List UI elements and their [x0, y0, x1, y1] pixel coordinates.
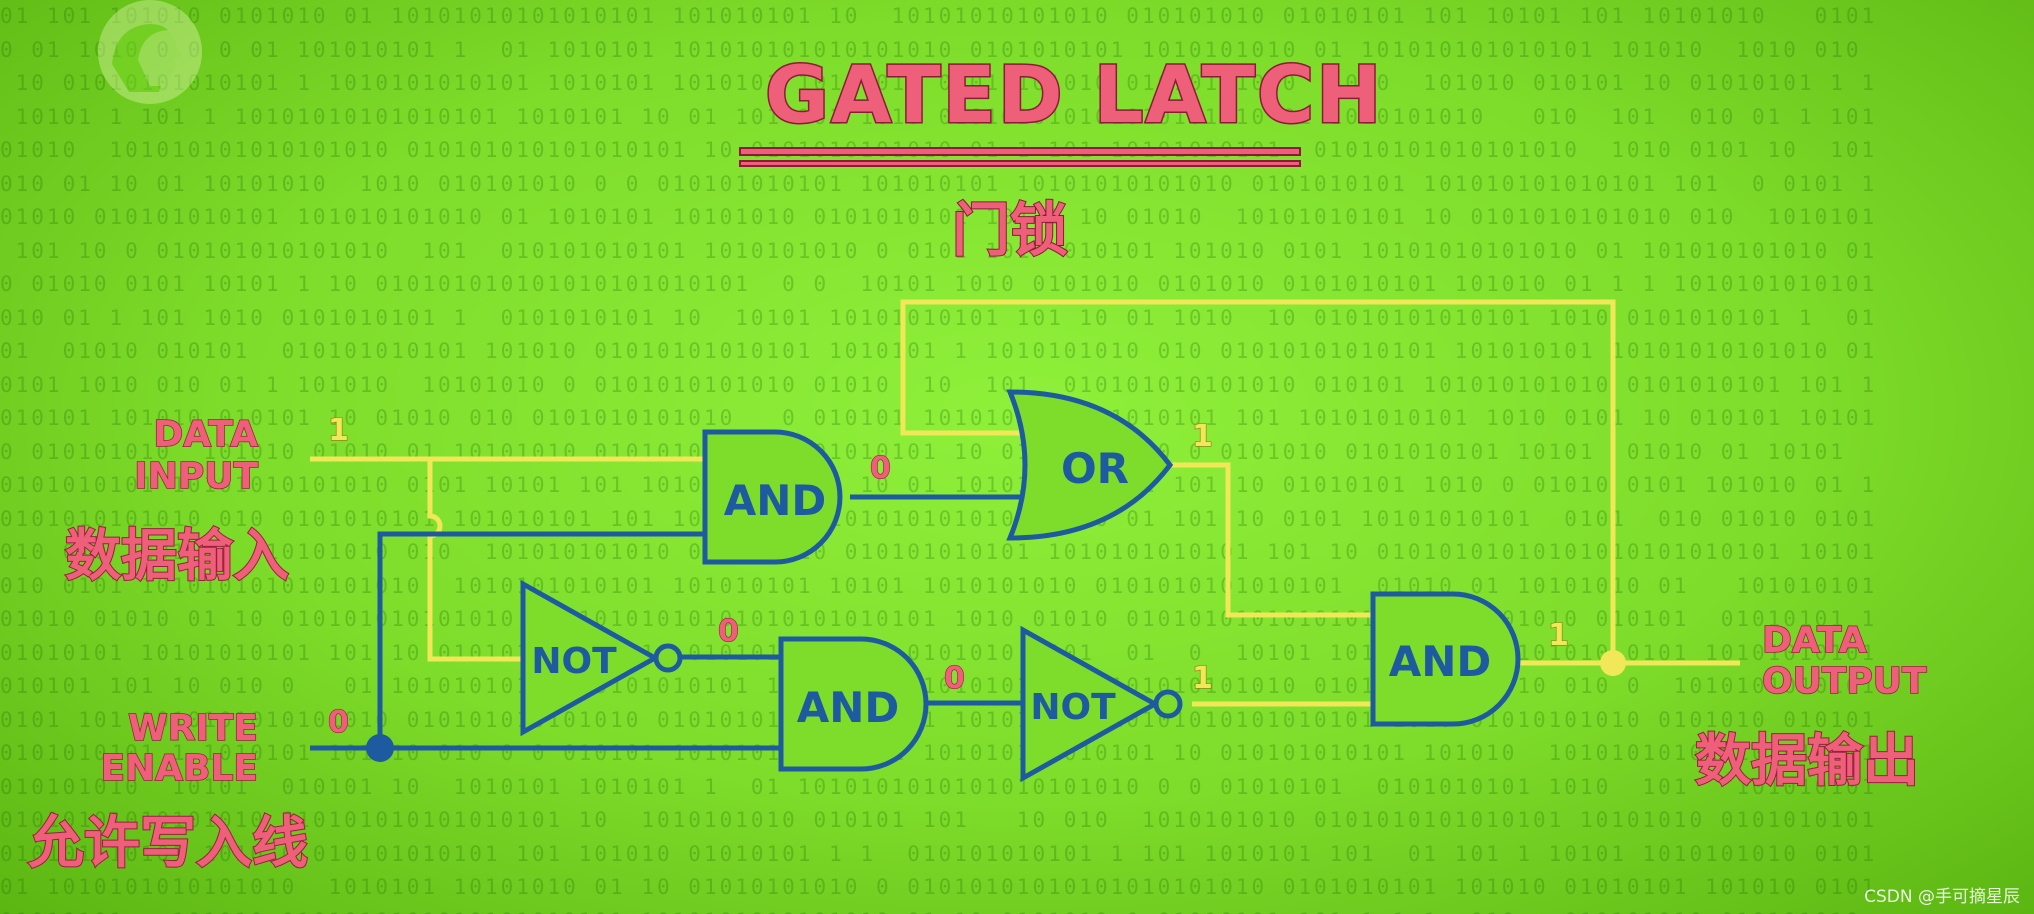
and-gate-output	[1370, 591, 1521, 727]
wire-feedback	[900, 299, 1616, 663]
and-gate-top-label: AND	[724, 476, 827, 525]
data-output-cn: 数据输出	[1695, 729, 1919, 794]
title-cn: 门锁	[952, 196, 1068, 264]
value-and-out-out: 1	[1548, 618, 1569, 653]
value-not-mid-out: 1	[1192, 661, 1213, 696]
data-input-label-1: DATA	[153, 414, 258, 455]
and-gate-output-label: AND	[1389, 637, 1492, 686]
value-and-top-out: 0	[870, 451, 891, 486]
not-gate-top-label: NOT	[531, 641, 617, 682]
not-gate-mid-label: NOT	[1030, 687, 1116, 728]
wire-or-out	[1170, 462, 1373, 618]
not-gate-top-bubble	[653, 643, 683, 673]
or-gate-label: OR	[1061, 444, 1129, 493]
not-gate-mid	[1020, 625, 1161, 783]
data-input-cn: 数据输入	[65, 524, 289, 589]
value-data-input: 1	[328, 413, 349, 448]
value-or-out: 1	[1192, 419, 1213, 454]
title-underline	[739, 147, 1301, 156]
not-gate-mid-bubble	[1153, 689, 1183, 719]
value-not-top-out: 0	[718, 614, 739, 649]
title-underline-2	[739, 160, 1301, 167]
write-enable-label-1: WRITE	[128, 708, 258, 749]
and-gate-top	[702, 429, 843, 565]
data-output-label-1: DATA	[1762, 620, 1867, 661]
value-and-mid-out: 0	[944, 661, 965, 696]
watermark: CSDN @手可摘星辰	[1864, 887, 2020, 907]
not-gate-top	[520, 579, 661, 737]
junction-write-enable	[366, 734, 394, 762]
write-enable-label-2: ENABLE	[100, 748, 258, 789]
and-gate-mid	[778, 636, 929, 772]
wire-data-to-not	[427, 459, 523, 662]
pbs-head-icon	[98, 0, 202, 104]
value-write-enable: 0	[328, 705, 349, 740]
write-enable-cn: 允许写入线	[28, 811, 308, 876]
and-gate-mid-label: AND	[797, 683, 900, 732]
data-output-label-2: OUTPUT	[1762, 661, 1927, 702]
wire-write-to-and	[377, 531, 705, 748]
junction-output	[1600, 650, 1626, 676]
data-input-label-2: INPUT	[134, 456, 258, 497]
or-gate	[1006, 389, 1174, 541]
title: GATED LATCH	[765, 51, 1383, 141]
